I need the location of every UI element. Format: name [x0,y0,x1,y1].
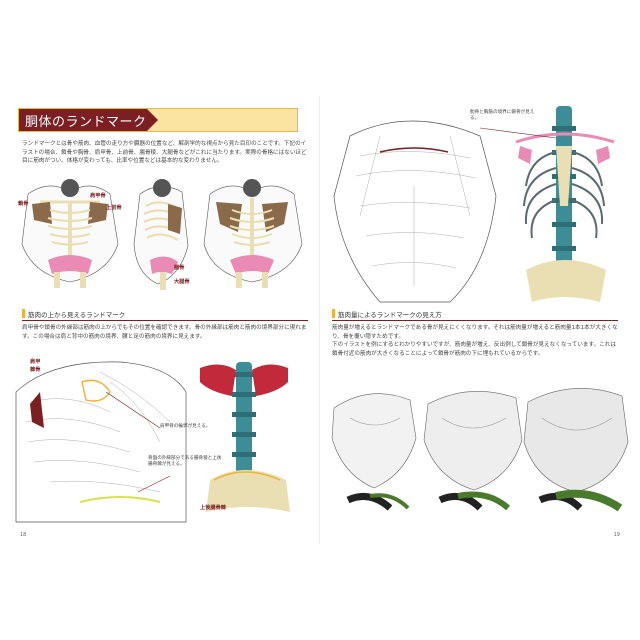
section-title-right: 筋肉量によるランドマークの見え方 [338,311,442,319]
muscle-mass-comparison [331,388,629,512]
label-pelvis: 上後腸骨棘 [200,505,226,511]
scapula-callout: 肩甲骨の輪郭が見える。 [160,424,211,429]
torso-medium [423,390,523,511]
section-text-left: 肩甲骨や鎖骨の外縁部は筋肉の上からでもその位置を確認できます。骨の外縁部は筋肉と… [22,325,307,340]
label-ilium: 腸骨 [174,265,185,271]
section-marker-right [332,309,335,318]
label-clavicle: 鎖骨 [18,201,29,207]
label-sternum: 上前骨 [106,205,122,211]
torso-skeleton-illustrations [21,179,303,290]
intro-text: ランドマークとは骨や筋肉、血管の走り方や臓器の位置など、解剖学的な視点から見た目… [22,141,307,164]
page-title: 胴体のランドマーク [25,115,147,130]
section-text-right: 筋肉量が増えるとランドマークである骨が見えにくくなります。それは筋肉量が増えると… [332,325,618,357]
section-heading-left: 筋肉の上から見えるランドマーク [22,308,308,321]
torso-heavy [523,388,629,512]
left-page: 胴体のランドマーク ランドマークとは骨や筋肉、血管の走り方や臓器の位置など、解剖… [10,96,320,544]
skeleton-front [21,179,119,288]
label-scapula: 肩甲骨 [90,193,106,199]
back-muscle-illustration [15,361,290,523]
rib-callout: 肋骨と胸筋の境界に鎖骨が見える。 [470,110,535,121]
label-femur: 大腿骨 [174,279,190,285]
label-spine-1: 肩甲 [30,359,41,365]
page-number-right: 19 [613,532,620,538]
skeleton-side [133,179,189,290]
section-marker [22,309,25,318]
chest-and-ribcage-illustration [333,106,615,303]
torso-slim [331,393,417,511]
skeleton-back [203,179,303,288]
label-spine-2: 棘骨 [30,367,41,373]
section-title-left: 筋肉の上から見えるランドマーク [28,311,126,319]
right-page: 肋骨と胸筋の境界に鎖骨が見える。 筋肉量によるランドマークの見え方 筋肉量が増え… [320,96,630,544]
section-heading-right: 筋肉量によるランドマークの見え方 [332,308,618,321]
chapter-title-bar: 胴体のランドマーク [18,108,298,132]
page-number-left: 18 [20,532,27,538]
book-spread: 胴体のランドマーク ランドマークとは骨や筋肉、血管の走り方や臓器の位置など、解剖… [10,96,630,544]
title-banner: 胴体のランドマーク [19,109,158,131]
pelvis-callout: 骨盤の外縁部分である腸骨稜と上後腸骨棘が見える。 [148,456,222,467]
